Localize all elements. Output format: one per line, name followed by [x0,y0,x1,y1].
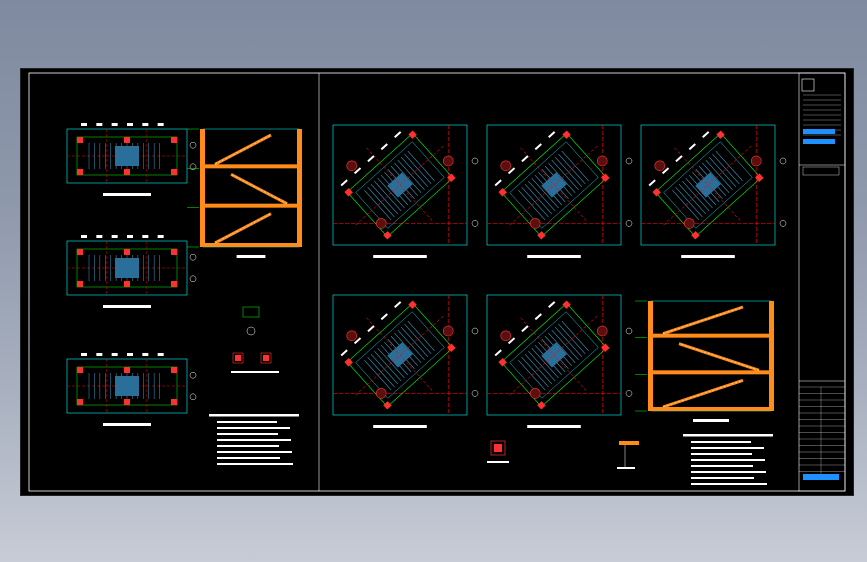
sheet-border [28,72,846,492]
stair-section-1 [187,128,302,258]
detail-marks [231,306,279,373]
rotated-plan-3 [640,124,787,258]
stair-plan-2 [66,235,197,308]
rotated-plan-5 [486,294,633,428]
stair-plan-3 [66,353,197,426]
title-block [799,78,845,480]
stair-plan-1 [66,123,197,196]
stair-section-2 [635,300,774,422]
section-symbols [487,440,639,469]
rotated-plan-2 [486,124,633,258]
rotated-plan-1 [332,124,479,258]
rotated-plan-4 [332,294,479,428]
drawing-sheet [20,68,854,496]
general-notes-right [683,434,773,485]
cad-canvas [28,72,846,492]
general-notes-left [209,414,299,465]
